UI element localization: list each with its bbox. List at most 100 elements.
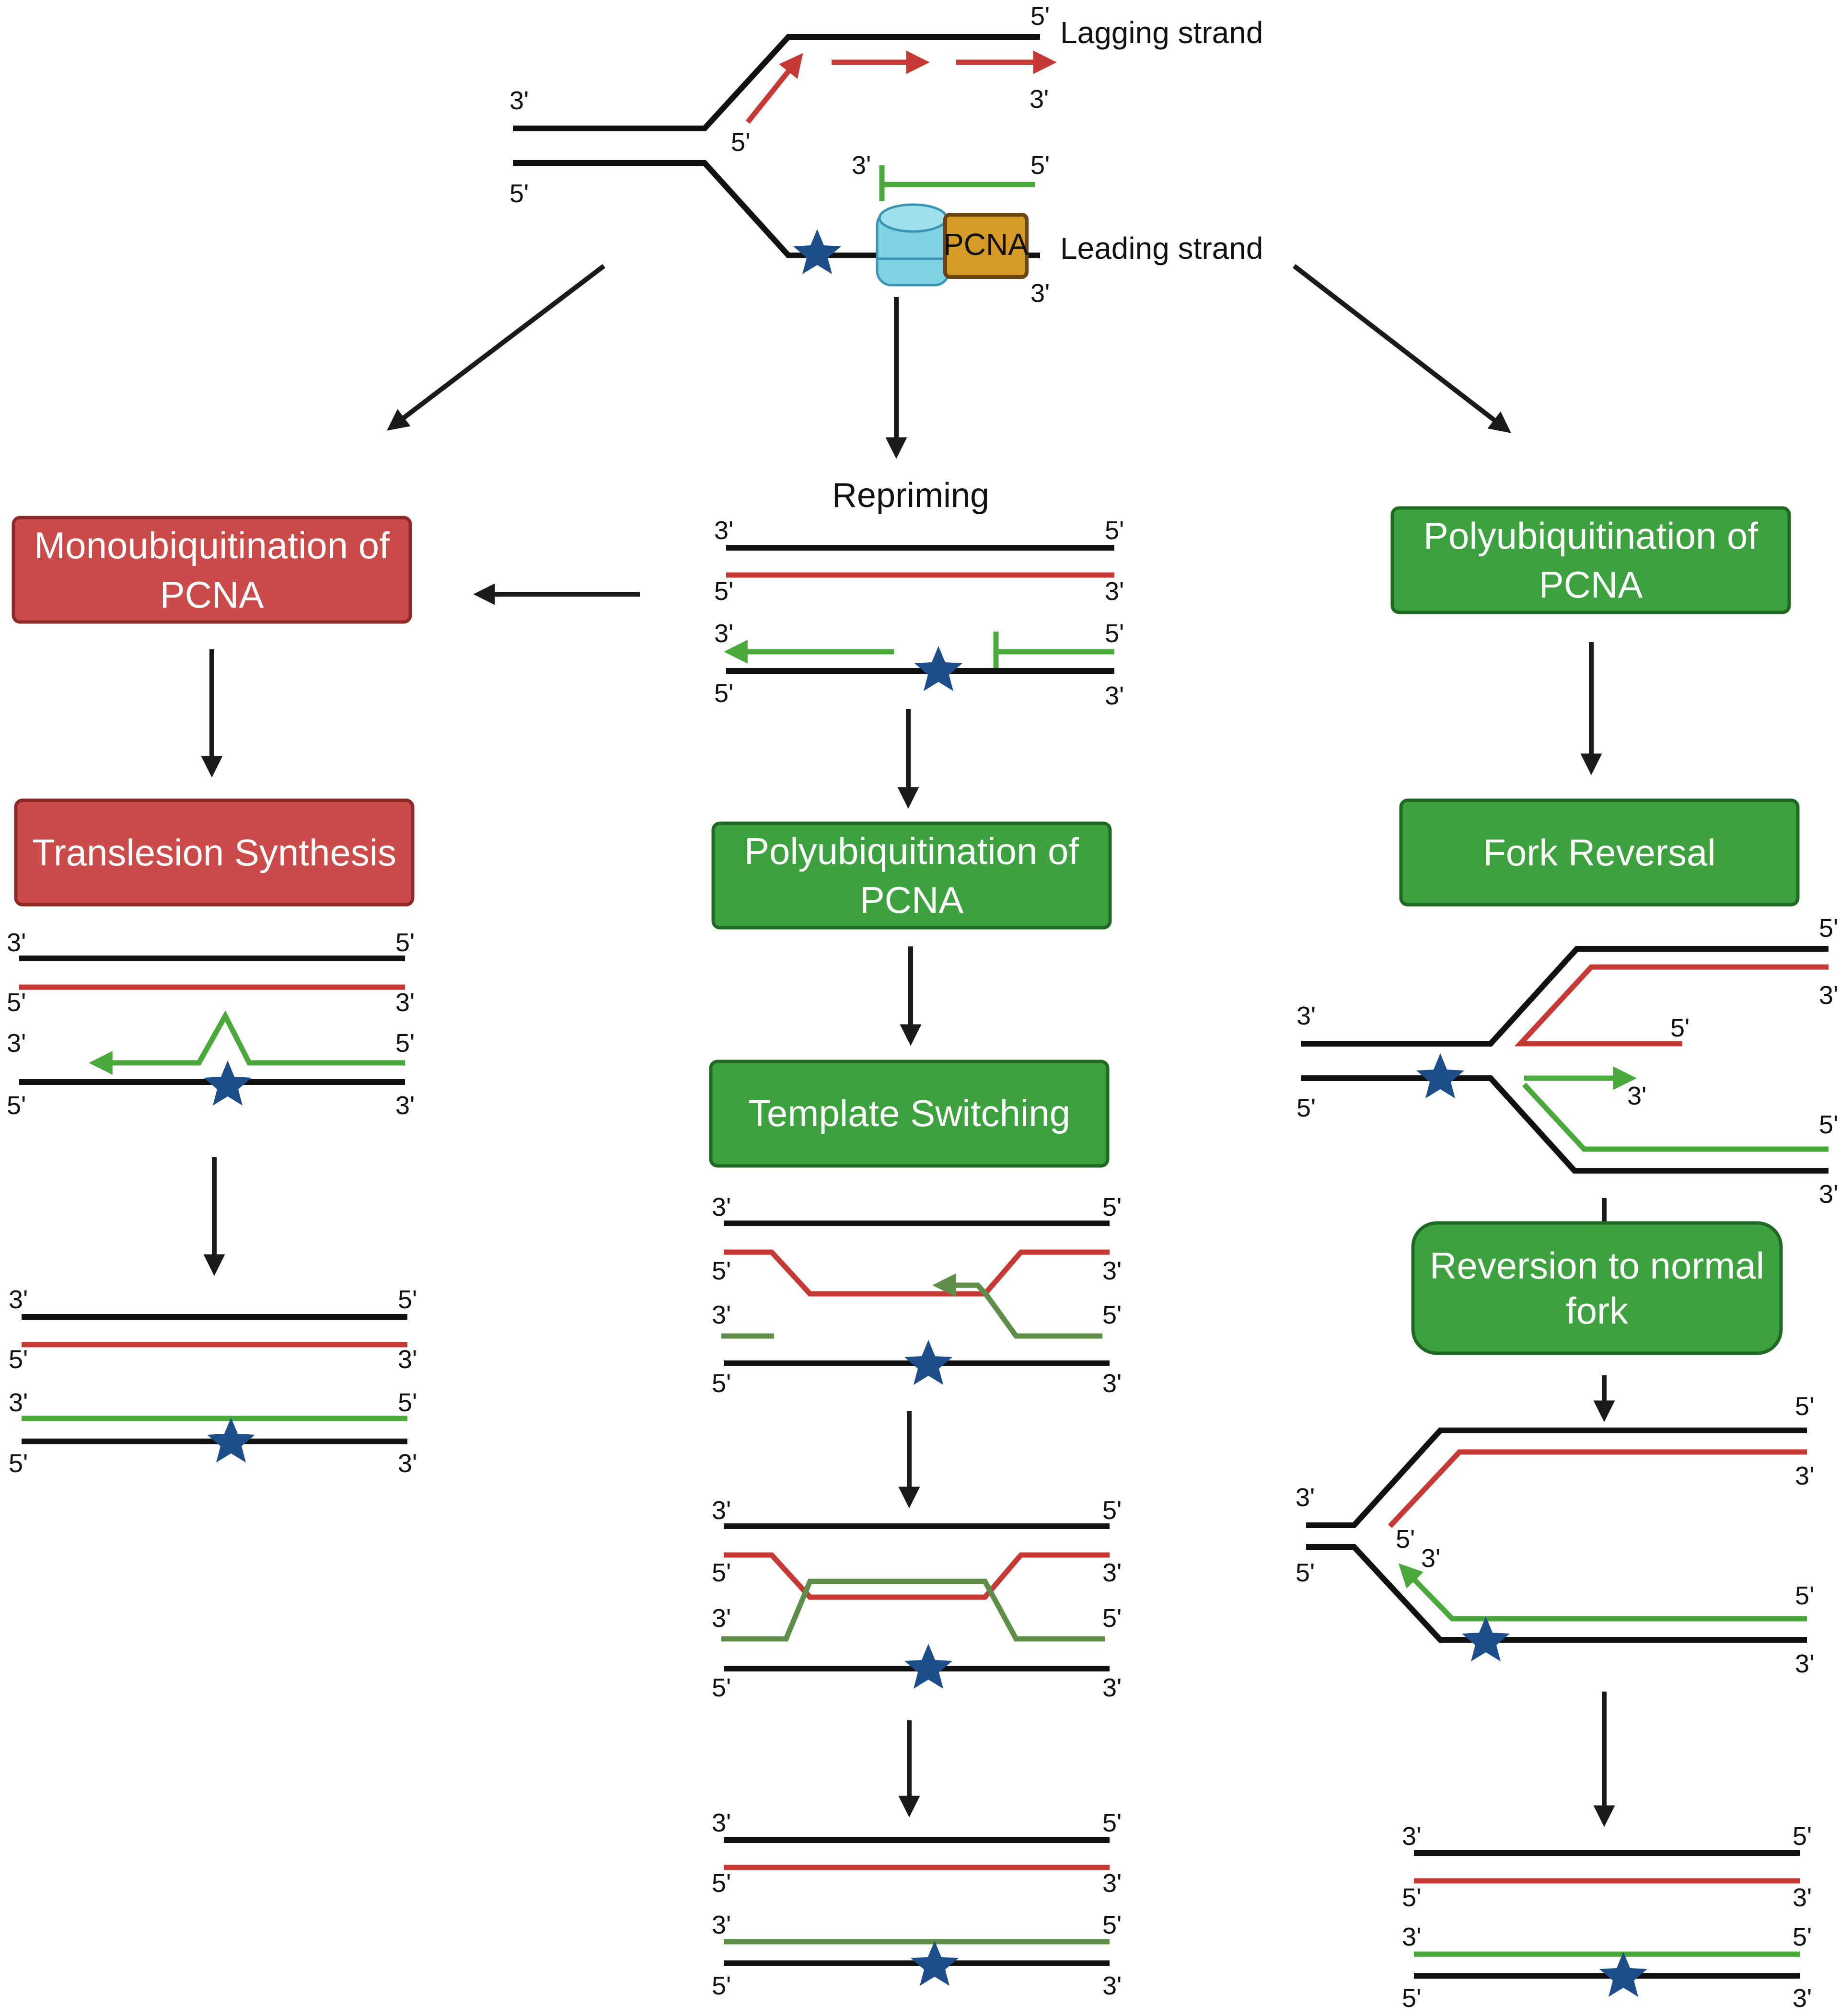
end-label: 5'	[1102, 1193, 1122, 1221]
end-label: 3'	[1105, 681, 1124, 710]
end-label: 3'	[1102, 1673, 1122, 1702]
repriming-diagram: 3' 5' 5' 3' 3' 5' 5' 3'	[714, 516, 1124, 710]
end-label: 5'	[1102, 1604, 1122, 1633]
end-label: 3'	[1030, 85, 1049, 114]
end-label: 3'	[9, 1285, 28, 1314]
end-label: 3'	[714, 516, 733, 545]
poly-mid-line1: Polyubiquitination of	[744, 830, 1079, 872]
end-label: 3'	[509, 86, 529, 115]
end-label: 5'	[1105, 619, 1124, 648]
end-label: 3'	[395, 988, 415, 1017]
lesion-star-icon	[904, 1644, 952, 1689]
end-label: 5'	[395, 1029, 415, 1058]
end-label: 5'	[1819, 914, 1838, 943]
end-label: 5'	[9, 1345, 28, 1374]
replication-fork: PCNA Lagging strand Leading strand 3' 5'…	[509, 2, 1263, 308]
lagging-template	[513, 34, 1040, 131]
end-label: 5'	[1396, 1525, 1415, 1554]
end-label: 5'	[1402, 1883, 1421, 1912]
reversion-line1: Reversion to normal	[1430, 1244, 1764, 1287]
end-label: 3'	[1819, 1180, 1838, 1209]
end-label: 5'	[398, 1285, 417, 1314]
right-column: Polyubiquitination of PCNA Fork Reversal…	[1296, 506, 1838, 2013]
end-label: 3'	[1296, 1483, 1315, 1512]
end-label: 3'	[1102, 1256, 1122, 1285]
end-label: 3'	[9, 1388, 28, 1417]
lesion-star-icon	[911, 1941, 959, 1986]
right-final-diagram: 3' 5' 5' 3' 3' 5' 5' 3'	[1402, 1822, 1812, 2013]
mono-box-line1: Monoubiquitination of	[34, 524, 390, 566]
end-label: 3'	[1030, 279, 1050, 308]
lesion-star-icon	[904, 1340, 952, 1385]
pcna-box	[943, 213, 1029, 279]
poly-right-line2: PCNA	[1539, 564, 1643, 606]
lesion-star-icon	[207, 1417, 255, 1463]
leading-nascent-primer	[879, 165, 1035, 201]
end-label: 3'	[852, 151, 871, 180]
end-label: 5'	[712, 1869, 731, 1898]
end-label: 5'	[731, 128, 750, 157]
middle-column: Repriming 3' 5' 5' 3' 3' 5' 5' 3' Polyub…	[709, 476, 1124, 2000]
branch-arrows	[387, 264, 1511, 605]
arrow-to-mono	[387, 264, 606, 431]
end-label: 3'	[1402, 1923, 1421, 1951]
template-switching-box	[709, 1060, 1110, 1168]
end-label: 5'	[1402, 1984, 1421, 2013]
end-label: 5'	[1670, 1014, 1690, 1042]
end-label: 5'	[1795, 1392, 1814, 1421]
end-label: 3'	[1421, 1544, 1440, 1573]
end-label: 3'	[1793, 1883, 1812, 1912]
end-label: 3'	[398, 1345, 417, 1374]
end-label: 3'	[7, 928, 26, 957]
poly-right-line1: Polyubiquitination of	[1423, 515, 1758, 557]
end-label: 5'	[395, 928, 415, 957]
end-label: 3'	[712, 1604, 731, 1633]
end-label: 5'	[7, 1091, 26, 1120]
end-label: 5'	[1105, 516, 1124, 545]
poly-mid-line2: PCNA	[860, 879, 964, 921]
end-label: 5'	[714, 679, 733, 708]
lesion-star-icon	[793, 229, 841, 274]
end-label: 3'	[1819, 981, 1838, 1010]
end-label: 5'	[1296, 1558, 1315, 1587]
template-switching-diagram-2: 3' 5' 5' 3' 3' 5' 5' 3'	[712, 1496, 1122, 1702]
lesion-star-icon	[204, 1060, 252, 1106]
end-label: 5'	[1102, 1301, 1122, 1329]
end-label: 5'	[9, 1449, 28, 1478]
end-label: 3'	[712, 1496, 731, 1525]
end-label: 3'	[1795, 1462, 1814, 1490]
end-label: 5'	[1819, 1110, 1838, 1139]
end-label: 5'	[1102, 1809, 1122, 1837]
repriming-label: Repriming	[832, 476, 989, 515]
tls-box-label: Translesion Synthesis	[32, 831, 396, 874]
fork-reversal-diagram: 5' 3' 3' 5' 3' 5' 5' 3'	[1296, 914, 1838, 1209]
lesion-star-icon	[1462, 1616, 1510, 1661]
end-label: 3'	[712, 1193, 731, 1221]
leading-strand-label: Leading strand	[1060, 231, 1263, 265]
end-label: 3'	[714, 619, 733, 648]
end-label: 3'	[398, 1449, 417, 1478]
poly-right-box	[1390, 506, 1791, 614]
end-label: 5'	[712, 1369, 731, 1398]
end-label: 3'	[712, 1301, 731, 1329]
end-label: 5'	[1102, 1911, 1122, 1939]
end-label: 3'	[1102, 1558, 1122, 1587]
lesion-star-icon	[1599, 1952, 1647, 1997]
lesion-star-icon	[1416, 1053, 1464, 1098]
lagging-strand-label: Lagging strand	[1060, 15, 1263, 50]
end-label: 3'	[1402, 1822, 1421, 1851]
end-label: 5'	[398, 1388, 417, 1417]
end-label: 5'	[509, 179, 529, 208]
end-label: 3'	[1627, 1082, 1646, 1110]
template-switching-label: Template Switching	[748, 1092, 1070, 1134]
left-column: Monoubiquitination of PCNA Translesion S…	[7, 516, 417, 1478]
end-label: 3'	[1296, 1002, 1316, 1030]
end-label: 3'	[1102, 1971, 1122, 2000]
end-label: 3'	[1105, 577, 1124, 606]
poly-mid-box	[711, 821, 1112, 930]
tls-diagram-after: 3' 5' 5' 3' 3' 5' 5' 3'	[9, 1285, 417, 1478]
lagging-okazaki-fragment	[745, 53, 803, 124]
end-label: 3'	[395, 1091, 415, 1120]
pcna-label: PCNA	[943, 227, 1029, 262]
end-label: 5'	[1795, 1581, 1814, 1610]
